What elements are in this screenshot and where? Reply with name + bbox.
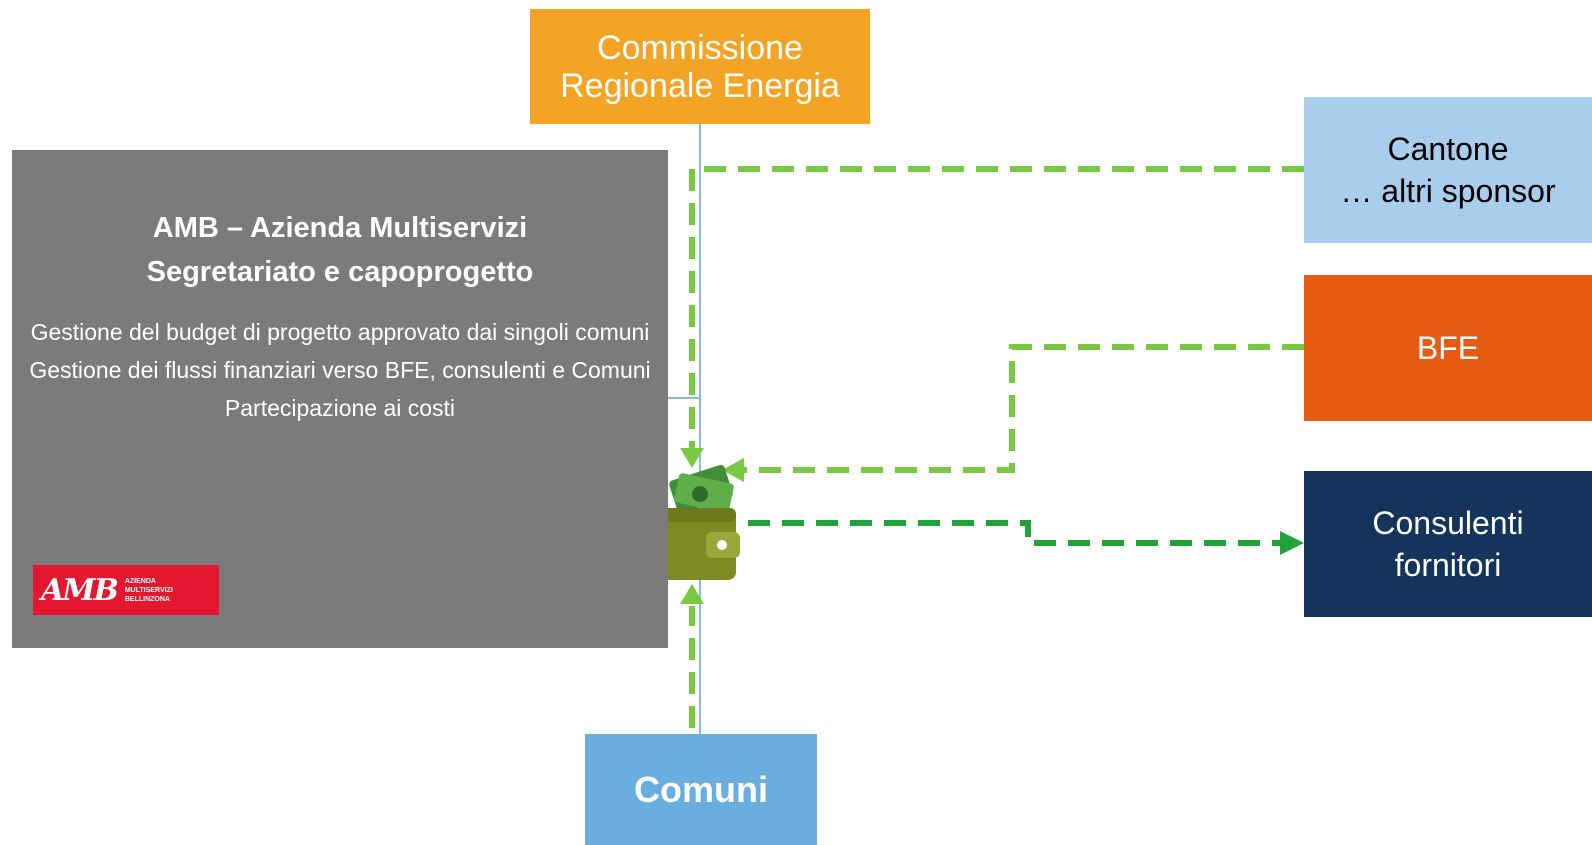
consulenti-box: Consulenti fornitori	[1304, 471, 1592, 617]
amb-box: AMB – Azienda Multiservizi Segretariato …	[12, 150, 668, 648]
comuni-box: Comuni	[585, 734, 817, 845]
arrowhead-bfe	[722, 458, 744, 482]
commissione-line-2: Regionale Energia	[560, 66, 840, 105]
arrowhead-consulenti	[1280, 531, 1304, 555]
amb-logo-mark: AMB	[41, 572, 119, 608]
amb-task: Gestione dei flussi finanziari verso BFE…	[29, 357, 651, 383]
bfe-label: BFE	[1416, 329, 1480, 366]
arrowhead-cantone	[680, 448, 704, 468]
amb-task: Gestione del budget di progetto approvat…	[30, 319, 650, 345]
cantone-line-2: … altri sponsor	[1340, 173, 1556, 209]
amb-task-list: Gestione del budget di progetto approvat…	[15, 318, 664, 432]
wallet-money-icon	[648, 464, 740, 580]
amb-subtitle: Segretariato e capoprogetto	[146, 256, 534, 288]
cantone-box: Cantone … altri sponsor	[1304, 97, 1592, 243]
amb-logo-subtitle: AZIENDA MULTISERVIZI BELLINZONA	[124, 577, 173, 603]
flow-bfe-to-wallet	[742, 344, 1304, 473]
amb-title: AMB – Azienda Multiservizi	[152, 212, 528, 244]
arrowhead-comuni	[680, 584, 704, 604]
consulenti-line-1: Consulenti	[1372, 505, 1524, 541]
amb-logo: AMB AZIENDA MULTISERVIZI BELLINZONA	[33, 565, 219, 615]
comuni-label: Comuni	[634, 768, 768, 810]
bfe-box: BFE	[1304, 275, 1592, 421]
flow-wallet-to-consulenti	[748, 520, 1282, 546]
commissione-regionale-energia-box: Commissione Regionale Energia	[530, 9, 870, 124]
flow-cantone-to-wallet	[689, 166, 1304, 452]
cantone-line-1: Cantone	[1387, 131, 1509, 167]
commissione-line-1: Commissione	[597, 28, 803, 67]
consulenti-line-2: fornitori	[1394, 547, 1502, 583]
amb-task: Partecipazione ai costi	[224, 395, 456, 421]
